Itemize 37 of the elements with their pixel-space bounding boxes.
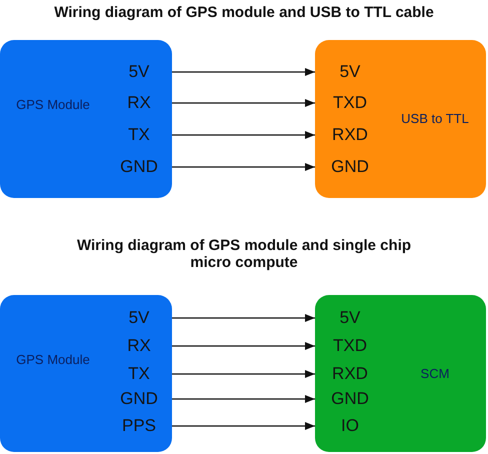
arrow <box>172 422 315 430</box>
pin-label: RXD <box>315 361 385 387</box>
pin-label: IO <box>315 413 385 439</box>
arrow <box>172 342 315 350</box>
pin-label: TXD <box>315 333 385 359</box>
arrow <box>172 314 315 322</box>
pin-label: RXD <box>315 122 385 148</box>
module-box <box>0 295 172 452</box>
pin-label: RX <box>106 90 172 116</box>
diagram-title: Wiring diagram of GPS module and USB to TTL cable <box>53 3 435 23</box>
module-label: SCM <box>420 366 450 380</box>
section-heading: Wiring diagram of GPS module and single chip micro compute <box>76 237 412 271</box>
module-label: USB to TTL <box>400 111 470 126</box>
pin-label: 5V <box>315 305 385 331</box>
arrow <box>172 68 315 76</box>
pin-label: TXD <box>315 90 385 116</box>
pin-label: TX <box>106 122 172 148</box>
pin-label: TX <box>106 361 172 387</box>
arrow <box>172 395 315 403</box>
module-box <box>315 40 486 198</box>
pin-label: 5V <box>315 59 385 85</box>
module-label: GPS Module <box>15 352 91 366</box>
pin-label: 5V <box>106 305 172 331</box>
pin-label: GND <box>106 386 172 412</box>
pin-label: 5V <box>106 59 172 85</box>
pin-label: GND <box>315 386 385 412</box>
arrow <box>172 131 315 139</box>
pin-label: RX <box>106 333 172 359</box>
pin-label: GND <box>315 154 385 180</box>
module-label: GPS Module <box>15 97 91 112</box>
arrow <box>172 163 315 171</box>
module-box <box>315 295 486 452</box>
pin-label: GND <box>106 154 172 180</box>
module-box <box>0 40 172 198</box>
arrow <box>172 370 315 378</box>
pin-label: PPS <box>106 413 172 439</box>
arrow <box>172 99 315 107</box>
